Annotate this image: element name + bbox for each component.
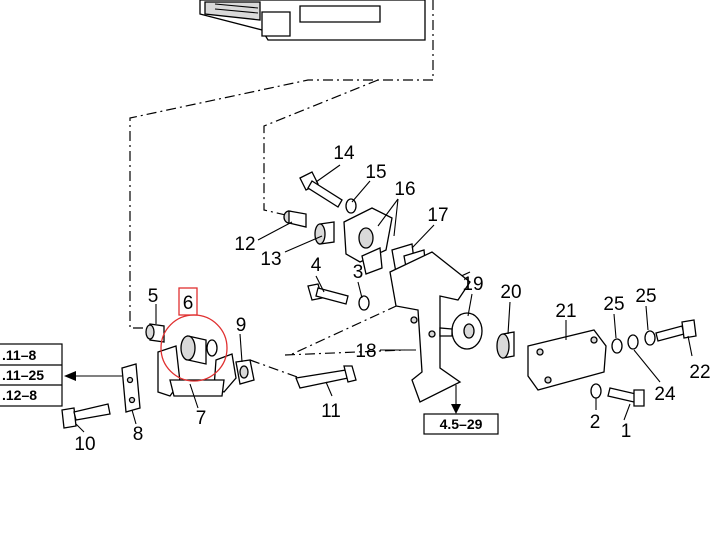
reference-box-left: .11–8 .11–25 .12–8 [0, 343, 63, 407]
bracket-8 [121, 363, 141, 413]
callout-13: 13 [260, 249, 281, 270]
callout-17: 17 [427, 205, 448, 226]
callout-25a: 25 [603, 294, 624, 315]
pin-12 [283, 210, 307, 228]
bushing-13 [314, 221, 335, 245]
reference-left-2: .11–25 [2, 367, 44, 383]
callout-24: 24 [654, 384, 676, 405]
bolt-22 [655, 319, 697, 342]
callout-18: 18 [355, 341, 376, 362]
callout-2: 2 [590, 412, 601, 433]
nut-9 [235, 359, 255, 385]
callout-1: 1 [621, 421, 632, 442]
flange-hub-19 [439, 312, 483, 350]
callout-22: 22 [689, 362, 710, 383]
split-clamp-7 [157, 345, 237, 397]
bolt-14 [299, 171, 343, 208]
reference-bottom: 4.5–29 [440, 416, 483, 432]
callout-19: 19 [462, 274, 483, 295]
upper-assembly-fragment [199, 0, 426, 41]
callout-16: 16 [394, 179, 415, 200]
washer-3 [358, 295, 370, 311]
reference-box-bottom: 4.5–29 [423, 413, 499, 435]
reference-left-1: .11–8 [2, 347, 36, 363]
bracket-16 [343, 207, 393, 275]
rod-11 [295, 365, 357, 389]
lever-plate-18 [389, 251, 471, 403]
callout-7: 7 [196, 408, 207, 429]
callout-20: 20 [500, 282, 521, 303]
bolt-10 [61, 403, 111, 429]
leader-lines [75, 164, 693, 433]
spacer-20 [496, 331, 515, 359]
washer-25b [644, 330, 656, 346]
plate-21 [527, 329, 607, 391]
callout-12: 12 [234, 234, 255, 255]
callout-10: 10 [74, 434, 95, 455]
bolt-1 [607, 387, 645, 407]
pin-5 [145, 323, 165, 343]
callout-14: 14 [333, 143, 355, 164]
callout-15: 15 [365, 162, 386, 183]
callout-8: 8 [133, 424, 144, 445]
bolt-4 [307, 283, 349, 305]
washer-15 [345, 198, 357, 214]
washer-25a [611, 338, 623, 354]
callout-6: 6 [183, 293, 194, 314]
dashed-routing-lines [129, 0, 471, 379]
callout-11: 11 [321, 401, 341, 422]
callout-4: 4 [311, 255, 322, 276]
reference-left-3: .12–8 [2, 387, 37, 403]
callout-9: 9 [236, 315, 247, 336]
callout-25b: 25 [635, 286, 656, 307]
callout-3: 3 [353, 262, 364, 283]
reference-arrow-bottom [451, 385, 461, 414]
washer-2 [590, 383, 602, 399]
callout-5: 5 [148, 286, 159, 307]
callout-21: 21 [555, 301, 576, 322]
callout-labels: 14 15 16 17 12 13 4 3 19 20 21 25 25 22 … [74, 143, 710, 455]
bushing-6 [180, 335, 218, 365]
highlight-part-6 [160, 287, 228, 382]
washer-24 [627, 334, 639, 350]
reference-arrow-left [64, 371, 122, 381]
